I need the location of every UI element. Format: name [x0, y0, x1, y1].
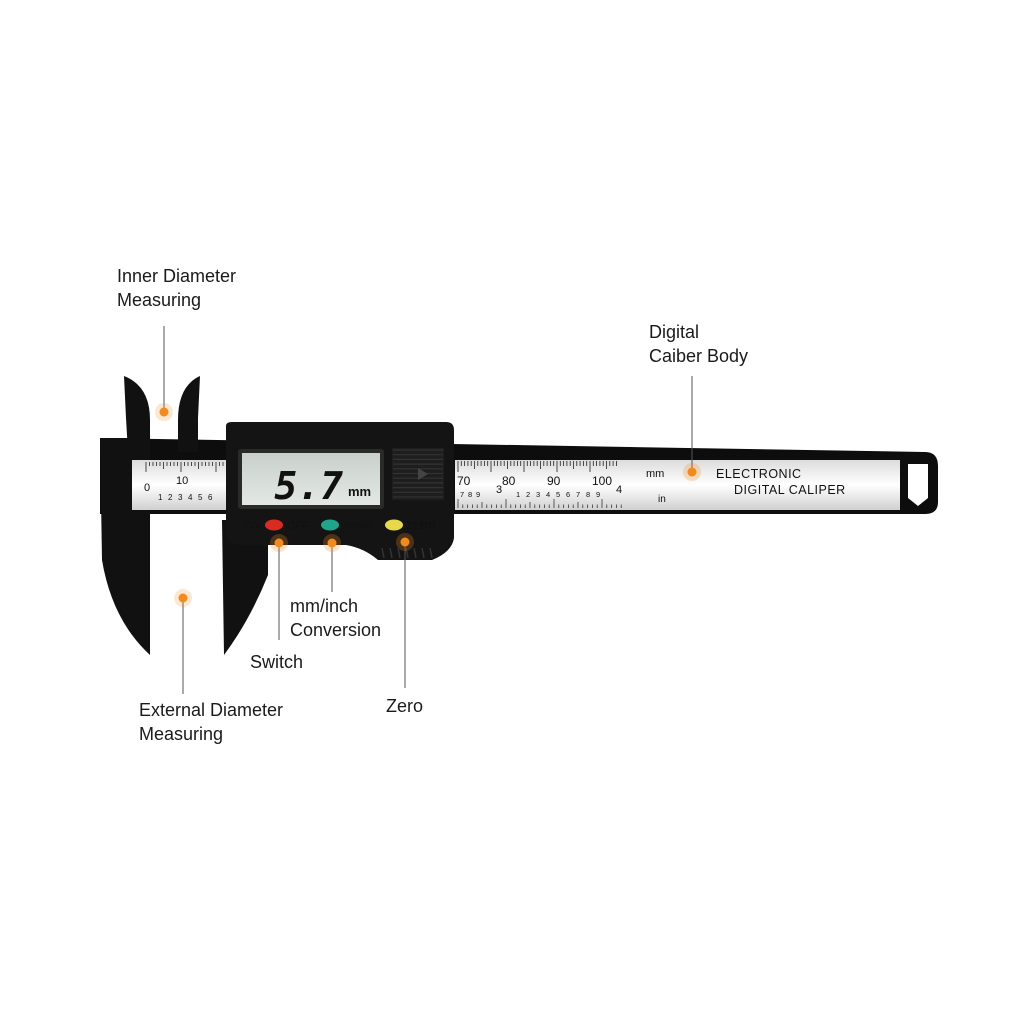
callout-conversion-line2: Conversion: [290, 620, 381, 640]
mm-in-label: mm/in: [343, 520, 373, 532]
inch-mark-3: 3: [496, 484, 502, 496]
inch-digit: 9: [596, 490, 600, 499]
sliding-jaw: [178, 376, 268, 655]
inch-digit: 7: [460, 490, 464, 499]
lcd-reading: 5.7: [274, 464, 343, 508]
jaw-zero: 0: [144, 482, 150, 494]
dot-switch: [270, 534, 288, 552]
inch-digit: 3: [536, 490, 540, 499]
callout-inner-line2: Measuring: [117, 290, 201, 310]
callout-dots: [155, 403, 701, 607]
callout-external-line2: Measuring: [139, 724, 223, 744]
scale-ticks: [145, 461, 622, 508]
callout-body-line2: Caiber Body: [649, 346, 748, 366]
wheel-ridge: [421, 547, 425, 559]
jaw-fine-digit: 6: [208, 493, 213, 502]
lcd-unit: mm: [348, 484, 371, 499]
callout-external-line1: External Diameter: [139, 700, 283, 720]
dot-body: [683, 463, 701, 481]
callout-switch: Switch: [250, 652, 303, 672]
brand-line-1: ELECTRONIC: [716, 467, 802, 481]
button-row: ON OFF mm/in ZERO: [244, 519, 437, 532]
jaw-fine-digit: 3: [178, 493, 183, 502]
inch-digit: 5: [556, 490, 560, 499]
beam-number: 80: [502, 474, 516, 488]
callout-zero: Zero: [386, 696, 423, 716]
inch-digit: 9: [476, 490, 480, 499]
inch-digit: 6: [566, 490, 570, 499]
dot-external: [174, 589, 192, 607]
mm-unit-label: mm: [646, 468, 664, 480]
wheel-ridge: [397, 547, 401, 559]
wheel-ridge: [429, 547, 433, 559]
inch-mark-4: 4: [616, 484, 622, 496]
callout-labels: Inner Diameter Measuring Digital Caiber …: [117, 266, 748, 744]
inch-digit: 8: [586, 490, 590, 499]
leader-lines: [163, 326, 693, 694]
wheel-ridge: [389, 547, 393, 559]
callout-conversion-line1: mm/inch: [290, 596, 358, 616]
inch-digit: 4: [546, 490, 550, 499]
zero-button[interactable]: [385, 519, 403, 531]
inch-digit: 8: [468, 490, 472, 499]
jaw-fine-digit: 1: [158, 493, 163, 502]
wheel-ridge: [413, 547, 417, 559]
hang-hole: [908, 464, 928, 506]
fixed-jaw: [100, 376, 226, 655]
jaw-scale-strip: [132, 460, 226, 510]
wheel-ridge: [381, 547, 385, 559]
inch-digit: 7: [576, 490, 580, 499]
mm-in-button[interactable]: [321, 519, 339, 531]
callout-inner-line1: Inner Diameter: [117, 266, 236, 286]
jaw-fine-digit: 4: [188, 493, 193, 502]
dot-conversion: [323, 534, 341, 552]
dot-zero: [396, 533, 414, 551]
wheel-ridge: [405, 547, 409, 559]
dot-inner: [155, 403, 173, 421]
off-label: OFF: [287, 520, 309, 532]
lcd-screen: [242, 453, 380, 505]
zero-label: ZERO: [406, 520, 437, 532]
inch-digit: 2: [526, 490, 530, 499]
beam-number: 70: [457, 474, 471, 488]
on-off-button[interactable]: [265, 519, 283, 531]
beam-number: 90: [547, 474, 561, 488]
in-unit-label: in: [658, 494, 666, 505]
brand-line-2: DIGITAL CALIPER: [734, 483, 846, 497]
inch-digit: 1: [516, 490, 520, 499]
arrow-right-icon: [418, 468, 428, 480]
beam-scale-strip: [455, 460, 900, 510]
callout-body-line1: Digital: [649, 322, 699, 342]
on-label: ON: [244, 520, 261, 532]
jaw-fine-digit: 5: [198, 493, 203, 502]
jaw-number-10: 10: [176, 475, 188, 487]
beam-number: 100: [592, 474, 612, 488]
jaw-fine-digit: 2: [168, 493, 173, 502]
